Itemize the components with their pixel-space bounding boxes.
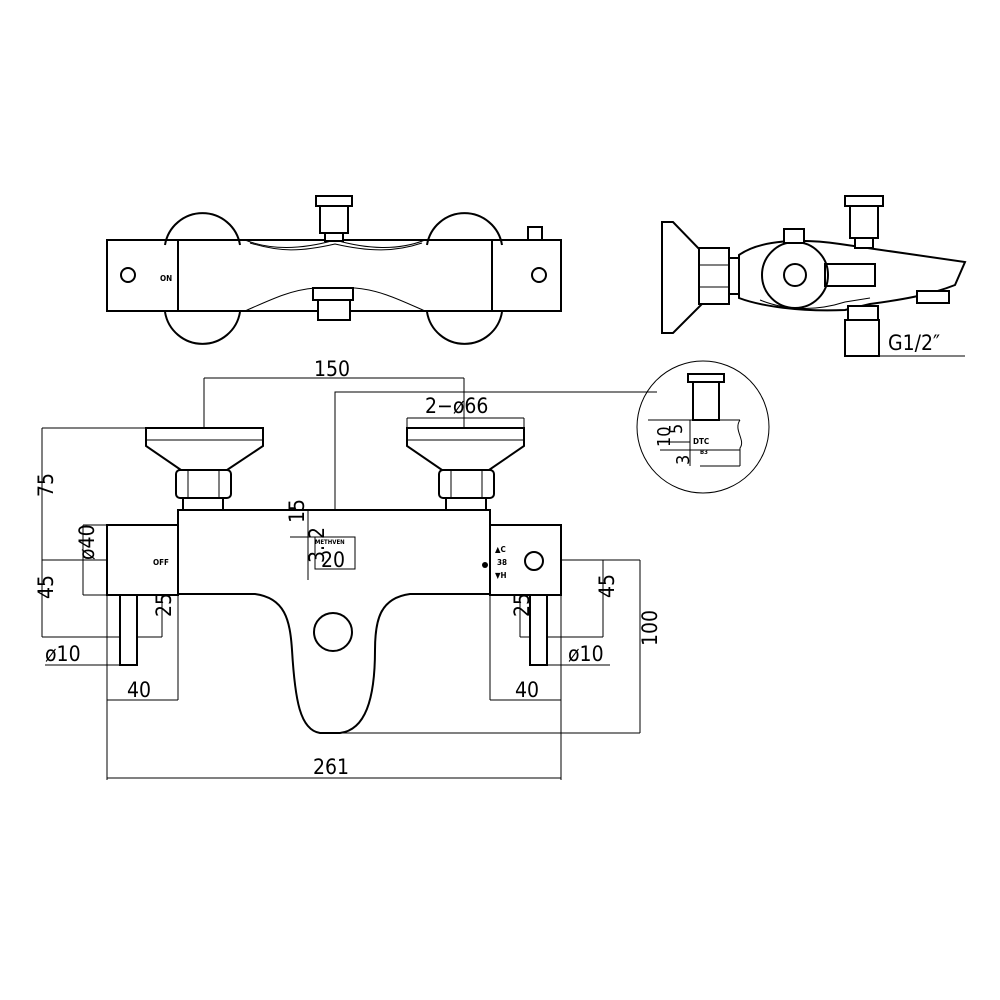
dim-10-left-label: ø10: [45, 642, 81, 666]
dim-40-left-label: 40: [127, 678, 151, 702]
top-left-knob-upper: [164, 212, 241, 246]
dim-45-right-label: 45: [595, 574, 619, 598]
dim-150-label: 150: [314, 357, 350, 381]
front-right-cap-hole: [524, 551, 544, 571]
detail-valve-stem: [692, 381, 720, 421]
detail-leader: [334, 391, 657, 510]
dim-15-label: 15: [285, 499, 309, 523]
front-right-connector: [445, 497, 487, 511]
detail-dim-10: 10: [654, 426, 675, 447]
top-valve-stem: [319, 205, 349, 234]
dim-25-left-label: 25: [152, 593, 176, 617]
detail-dim-3: 3: [673, 455, 694, 465]
front-dim-20: 20: [321, 548, 345, 572]
top-right-pin: [527, 226, 543, 241]
front-temp-38: 38: [497, 558, 507, 567]
dim-45-left-label: 45: [34, 575, 58, 599]
side-spout-outlet: [916, 290, 950, 304]
side-knob-center: [783, 263, 807, 287]
side-bottom-pipe: [844, 319, 880, 357]
dim-66-label: 2−ø66: [425, 394, 488, 418]
front-temp-c: ▲C: [495, 545, 506, 554]
front-left-leg: [119, 595, 138, 666]
dim-3-2-label: 3. 2: [305, 527, 329, 563]
top-waist-upper-inner: [249, 242, 423, 251]
dim-10-right-label: ø10: [568, 642, 604, 666]
dim-40dia-label: ø40: [75, 524, 99, 560]
front-right-hex-nut: [438, 469, 495, 499]
detail-circle: [636, 360, 770, 494]
top-view: ON: [106, 195, 562, 345]
detail-valve-cap: [687, 373, 725, 383]
side-valve-stem: [849, 205, 879, 239]
front-off-label: OFF: [153, 558, 169, 567]
front-view: OFF ▲C 38 ▼H METHVEN 20 150 2−ø66 75 45 …: [34, 357, 662, 780]
dim-40-right-label: 40: [515, 678, 539, 702]
front-method-label: METHVEN: [315, 539, 345, 546]
side-thread-label: G1/2″: [888, 331, 940, 355]
dim-25-right-label: 25: [510, 593, 534, 617]
side-view: G1/2″: [661, 195, 967, 357]
side-wall-flange: [661, 221, 705, 334]
side-valve-base: [854, 237, 874, 249]
top-on-label: ON: [160, 274, 172, 283]
dim-261-label: 261: [313, 755, 349, 779]
top-valve-base: [324, 232, 344, 242]
dim-75-label: 75: [34, 473, 58, 497]
side-valve-cap: [844, 195, 884, 207]
front-logo-box: [314, 536, 356, 570]
detail-dim-5: 5: [666, 424, 687, 434]
front-left-connector: [182, 497, 224, 511]
top-right-knob-lower: [426, 311, 503, 345]
side-bottom-nut: [847, 305, 879, 321]
detail-break-line: [737, 419, 743, 466]
dim-100-label: 100: [638, 610, 662, 646]
front-outlet-hole: [313, 612, 353, 652]
side-control-knob: [761, 241, 829, 309]
front-right-handle: [406, 427, 525, 471]
side-connector: [728, 257, 740, 295]
front-left-handle: [145, 427, 264, 471]
top-outlet-nut: [312, 287, 354, 301]
detail-view: 5 10 3 DTC B3: [636, 360, 770, 494]
detail-dtc-label: DTC: [693, 437, 709, 446]
front-left-hex-nut: [175, 469, 232, 499]
front-temp-h: ▼H: [495, 571, 507, 580]
side-body-lower: [759, 297, 871, 309]
top-valve-cap: [315, 195, 353, 207]
top-outlet-pipe: [317, 299, 351, 321]
side-hex-nut: [698, 247, 730, 305]
top-left-hole: [120, 267, 136, 283]
side-lever: [824, 263, 876, 287]
detail-b3-label: B3: [700, 449, 708, 456]
top-right-knob-upper: [426, 212, 503, 246]
top-right-hole: [531, 267, 547, 283]
side-top-pin: [783, 228, 805, 244]
top-left-knob-lower: [164, 311, 241, 345]
front-indicator-dot: [482, 562, 488, 568]
